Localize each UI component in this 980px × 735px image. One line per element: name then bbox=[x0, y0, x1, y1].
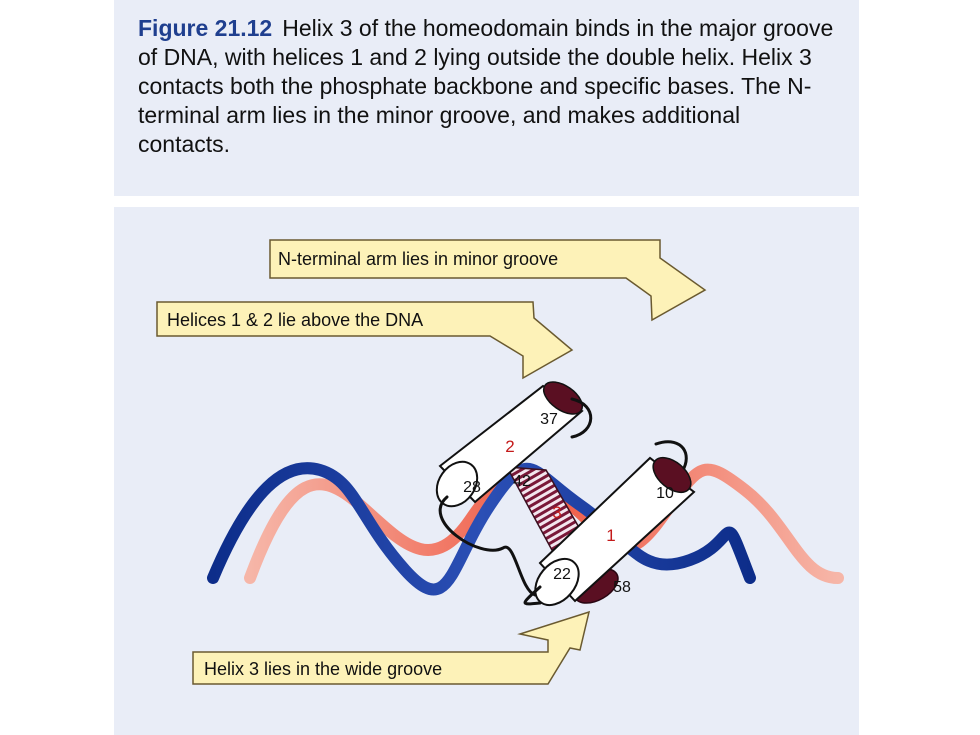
helix-2-end-cap bbox=[542, 381, 584, 415]
helix-2: 2 37 28 42 bbox=[435, 381, 584, 508]
helix-1: 1 10 22 bbox=[534, 456, 696, 607]
callout-helix-3-text: Helix 3 lies in the wide groove bbox=[204, 659, 442, 679]
figure-label: Figure 21.12 bbox=[138, 15, 273, 41]
helix-2-label: 2 bbox=[505, 437, 514, 456]
residue-42: 42 bbox=[513, 473, 531, 490]
helix-1-end-cap bbox=[652, 456, 692, 494]
residue-28: 28 bbox=[463, 479, 481, 496]
residue-58: 58 bbox=[613, 579, 631, 596]
helix-1-label: 1 bbox=[606, 526, 615, 545]
loop-helix2-helix3 bbox=[570, 397, 593, 439]
helix-3-label: 3 bbox=[552, 503, 561, 522]
n-terminal-arm bbox=[654, 440, 688, 470]
callout-helix-3: Helix 3 lies in the wide groove bbox=[192, 610, 591, 685]
dna-strand-dark bbox=[207, 462, 756, 596]
residue-22: 22 bbox=[553, 566, 571, 583]
residue-37: 37 bbox=[540, 411, 558, 428]
callout-helices-1-2-text: Helices 1 & 2 lie above the DNA bbox=[167, 310, 423, 330]
polypeptide-loops bbox=[438, 397, 688, 606]
caption-body: Helix 3 of the homeodomain binds in the … bbox=[138, 15, 834, 157]
callout-n-terminal-text: N-terminal arm lies in minor groove bbox=[278, 249, 558, 269]
residue-10: 10 bbox=[656, 485, 674, 502]
callout-helices-1-2: Helices 1 & 2 lie above the DNA bbox=[156, 301, 574, 380]
callout-n-terminal: N-terminal arm lies in minor groove bbox=[269, 239, 707, 322]
loop-helix1-start bbox=[523, 585, 542, 606]
loop-helix1-helix2 bbox=[438, 495, 537, 597]
